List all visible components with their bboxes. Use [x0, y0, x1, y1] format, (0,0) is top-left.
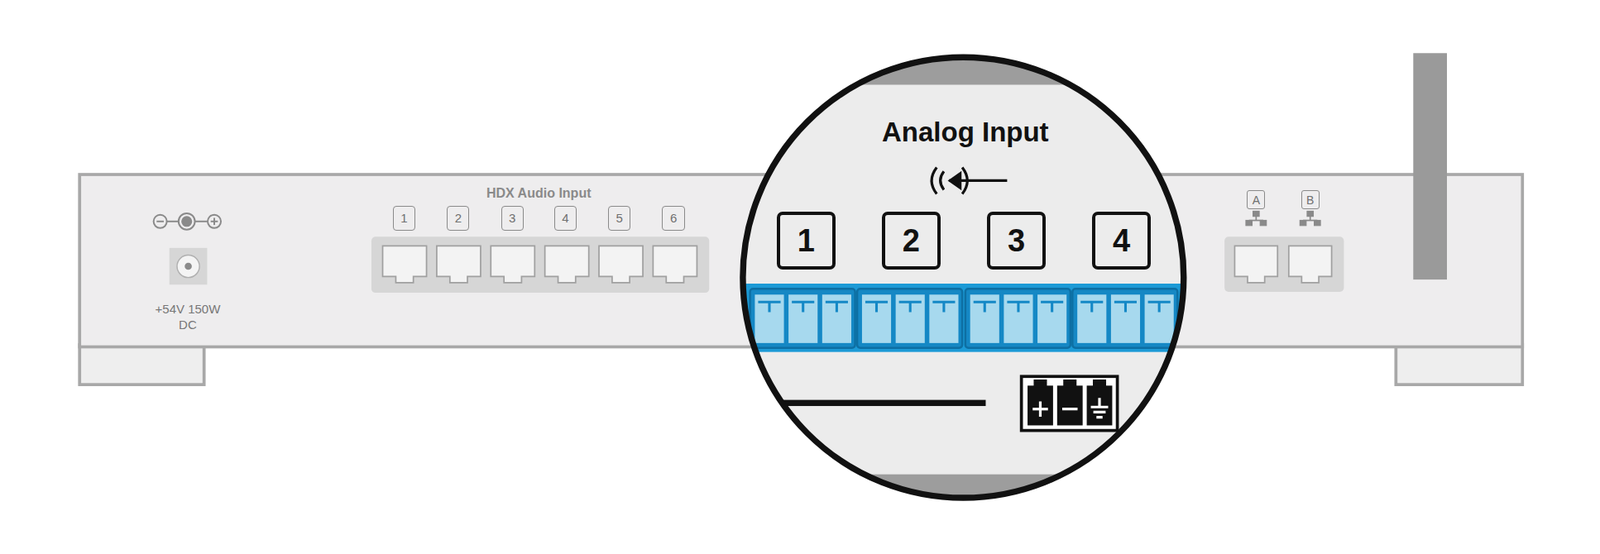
foot [1395, 344, 1523, 385]
ethernet-port [545, 245, 590, 283]
port-number-box: 1 [392, 205, 416, 231]
number-text: 3 [508, 211, 516, 225]
terminal-pinout-icon [1021, 376, 1118, 431]
number-text: 6 [670, 211, 677, 225]
panel-line [755, 400, 987, 407]
foot [79, 344, 204, 385]
number-text: 1 [797, 225, 815, 257]
network-ports [1234, 245, 1332, 283]
network-icon [1299, 210, 1321, 226]
power-polarity-symbol [153, 213, 221, 230]
ethernet-port [383, 245, 427, 283]
number-text: 2 [455, 211, 462, 225]
ethernet-port [436, 245, 481, 283]
antenna [1413, 52, 1447, 280]
network-icon [1245, 210, 1267, 226]
port-number-box: 4 [554, 205, 577, 231]
port-number-box: 3 [501, 205, 524, 231]
input-number-box: 2 [881, 211, 940, 270]
port-number-box: A [1246, 190, 1265, 210]
ethernet-port [652, 245, 697, 283]
hdx-ports [383, 245, 698, 283]
terminal-block [750, 288, 856, 349]
ethernet-port [1234, 245, 1278, 283]
number-text: A [1252, 194, 1260, 206]
network-icons [1245, 210, 1321, 226]
power-jack [169, 248, 208, 285]
chassis [79, 52, 1523, 385]
chassis-edge [734, 474, 1194, 511]
terminal-block [1072, 288, 1178, 349]
input-number-box: 4 [1092, 211, 1150, 270]
ethernet-port [490, 245, 535, 283]
terminal-block [965, 288, 1071, 349]
analog-input-icon [931, 167, 1007, 194]
port-number-box: 2 [446, 205, 470, 231]
magnifier [734, 51, 1194, 511]
input-number-box: 1 [776, 211, 835, 270]
terminal-block [857, 288, 963, 349]
number-text: 4 [1112, 225, 1131, 257]
number-text: 4 [561, 211, 569, 225]
section-label: HDX Audio Input [486, 185, 592, 202]
terminal-blocks [750, 288, 1179, 349]
number-text: 2 [902, 225, 920, 257]
input-number-box: 3 [986, 211, 1045, 270]
port-number-box: 5 [608, 205, 631, 231]
power-rating: +54V 150W DC [146, 301, 230, 334]
number-text: 3 [1007, 225, 1026, 257]
port-number-box: 6 [661, 205, 685, 231]
ethernet-port [598, 245, 643, 283]
ethernet-port [1288, 245, 1332, 283]
number-text: B [1306, 194, 1314, 206]
section-label: Analog Input [881, 114, 1050, 149]
number-text: 1 [400, 211, 408, 225]
number-text: 5 [616, 211, 623, 225]
hdx-port-panel [371, 236, 709, 293]
terminal-strip [734, 283, 1194, 353]
network-port-panel [1224, 236, 1344, 293]
port-number-box: B [1301, 190, 1320, 210]
